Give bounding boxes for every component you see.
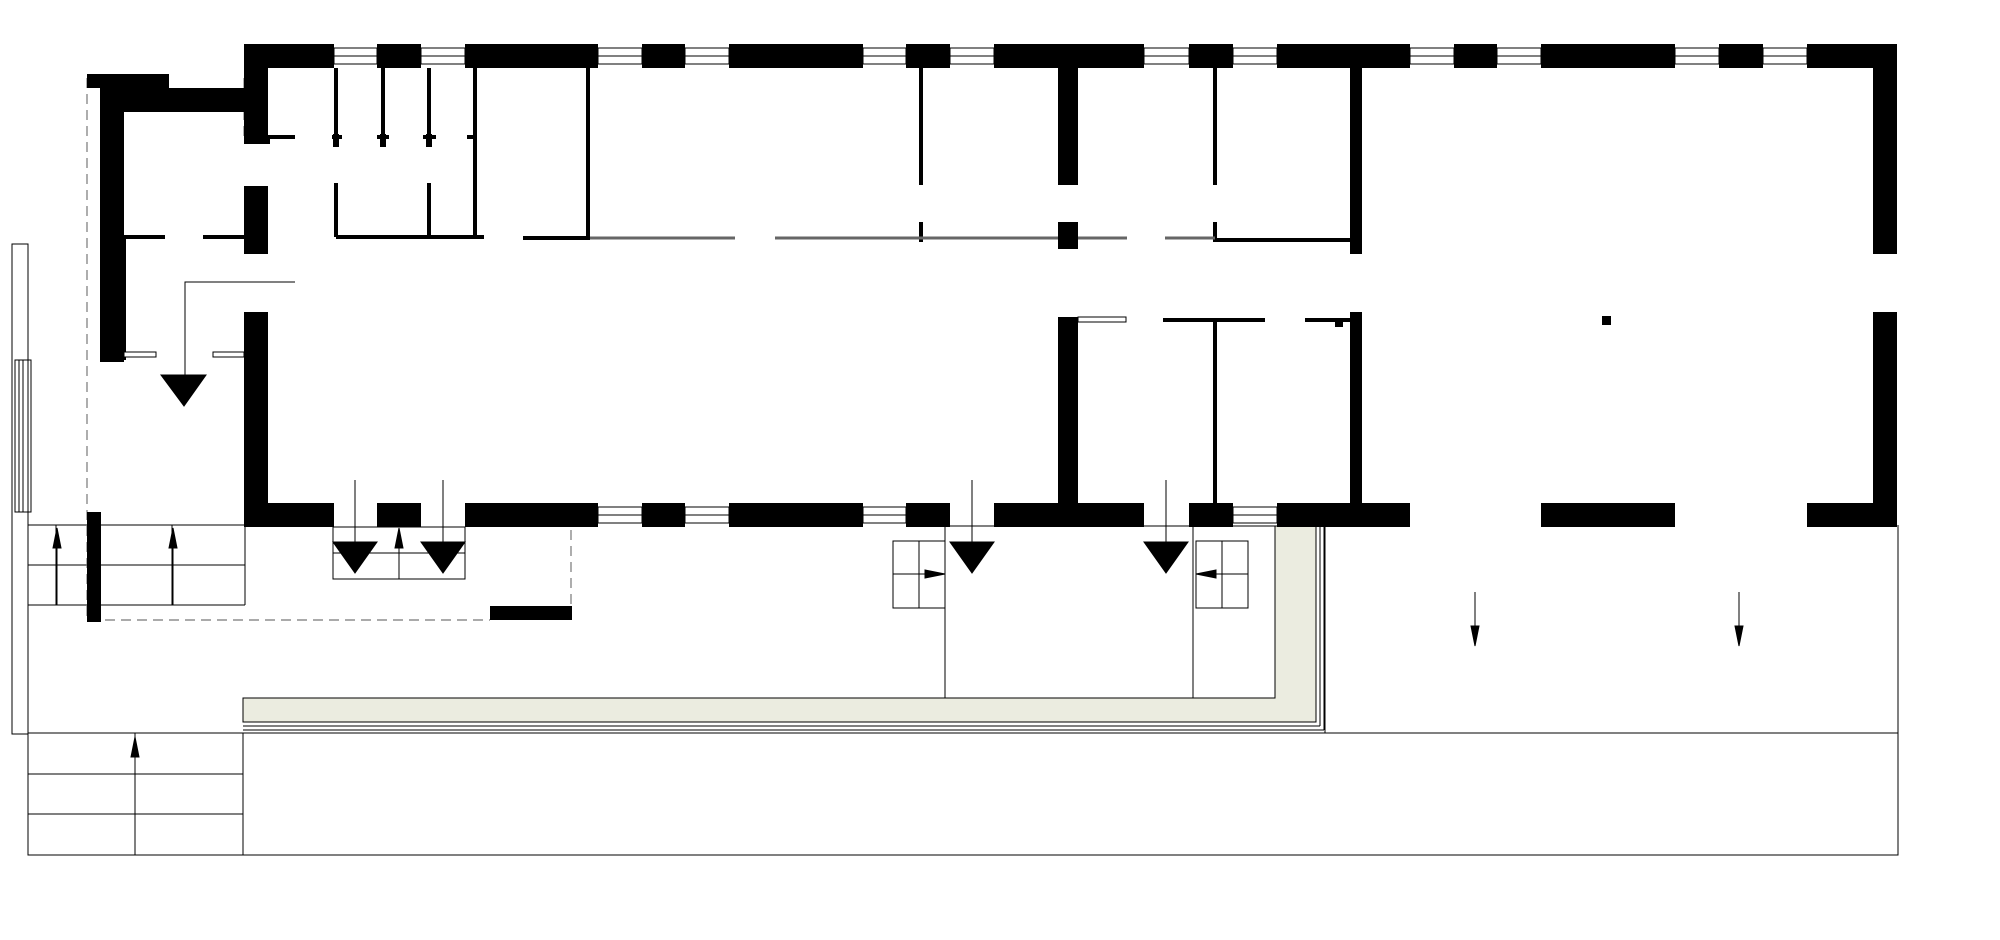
- walkway-edges: [243, 526, 1325, 731]
- door-frames: [123, 316, 1127, 358]
- entrance-triangle-icon: [332, 541, 378, 574]
- arrow-up-icon: [394, 527, 404, 549]
- entrance-markers: [160, 374, 1189, 574]
- arrow-down-icon: [1470, 625, 1480, 647]
- entrance-lines: [354, 480, 1167, 542]
- loading-zone: [944, 525, 1276, 699]
- exterior-walls: [87, 44, 1897, 622]
- entrance-triangle-icon: [160, 374, 207, 407]
- arrow-left-icon: [1195, 569, 1217, 579]
- slope-arrows: [52, 527, 1744, 855]
- interior-walls: [1058, 68, 1611, 507]
- arrow-up-icon: [52, 527, 62, 549]
- entrance-triangle-icon: [1143, 541, 1189, 574]
- arrow-down-icon: [1734, 625, 1744, 647]
- minor-elements: [244, 134, 1343, 327]
- entry-steps: [184, 281, 1249, 609]
- site-outline: [11, 243, 1899, 856]
- canopy-outline: [86, 78, 572, 621]
- arrow-up-icon: [168, 527, 178, 549]
- entrance-triangle-icon: [420, 541, 466, 574]
- windows: [333, 47, 1808, 524]
- arrow-right-icon: [924, 569, 946, 579]
- entrance-triangle-icon: [949, 541, 995, 574]
- arrow-up-icon: [130, 736, 140, 758]
- side-railing: [11, 243, 29, 735]
- partitions: [122, 68, 1355, 505]
- site-strip: [242, 732, 1899, 856]
